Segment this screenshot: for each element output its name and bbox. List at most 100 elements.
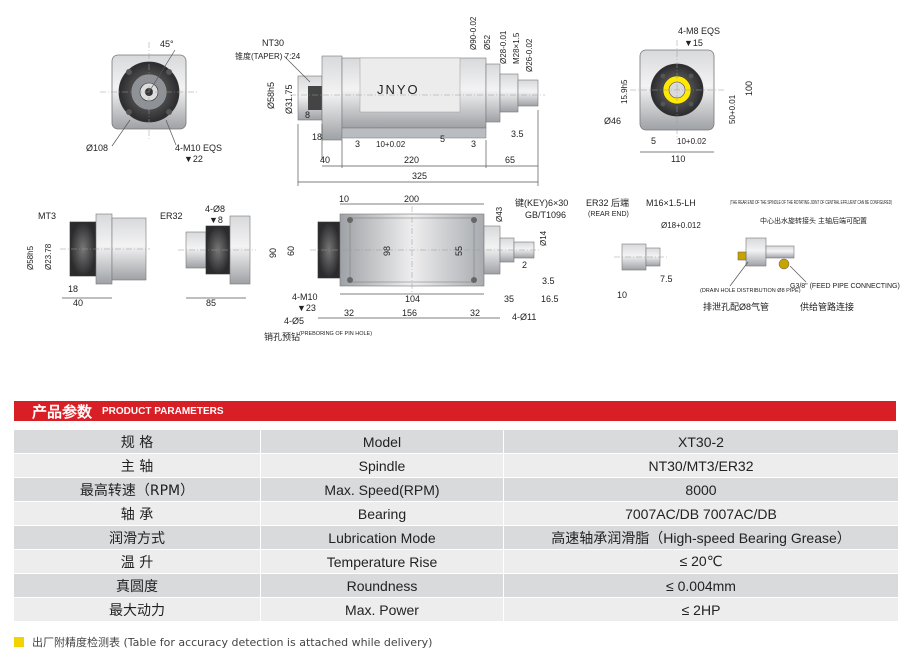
label-feed-en: G3/8" (FEED PIPE CONNECTING) bbox=[790, 283, 900, 290]
label-d11: 4-Ø11 bbox=[512, 312, 536, 322]
label-18: 18 bbox=[312, 132, 322, 142]
rotating-joint bbox=[737, 237, 795, 270]
label-d5: 4-Ø5 bbox=[284, 316, 304, 326]
label-16-5: 16.5 bbox=[541, 294, 559, 304]
label-er32-rear-cn: ER32 后端 bbox=[586, 197, 629, 208]
label-3b: 3 bbox=[471, 139, 476, 149]
rear-view bbox=[630, 40, 724, 140]
label-er32: ER32 bbox=[160, 211, 183, 221]
label-depth15: ▼15 bbox=[684, 38, 703, 48]
label-d46: Ø46 bbox=[604, 116, 621, 126]
label-2: 2 bbox=[522, 260, 527, 270]
label-d15-9: 15.9h5 bbox=[620, 79, 629, 104]
label-40b: 40 bbox=[73, 298, 83, 308]
label-d31-75: Ø31.75 bbox=[284, 84, 294, 114]
label-85: 85 bbox=[206, 298, 216, 308]
technical-drawings: 45° Ø108 4-M10 EQS ▼22 JNYO NT30 锥度(TAPE… bbox=[26, 16, 900, 342]
param-label-en: Max. Speed(RPM) bbox=[260, 477, 504, 502]
label-m10-eqs: 4-M10 EQS bbox=[175, 143, 222, 153]
label-feed-cn: 供给管路连接 bbox=[800, 301, 854, 312]
label-m8-eqs: 4-M8 EQS bbox=[678, 26, 720, 36]
label-taper: 锥度(TAPER) 7:24 bbox=[235, 51, 301, 61]
front-view-nt30 bbox=[100, 42, 198, 140]
side-view-mt3 bbox=[60, 213, 150, 285]
label-220: 220 bbox=[404, 155, 419, 165]
label-nt30: NT30 bbox=[262, 38, 284, 48]
section-title-en: PRODUCT PARAMETERS bbox=[102, 405, 224, 417]
param-label-cn: 润滑方式 bbox=[14, 525, 261, 550]
param-label-en: Roundness bbox=[260, 573, 504, 598]
label-d23-78: Ø23.78 bbox=[44, 243, 53, 270]
bullet-square-icon bbox=[14, 637, 24, 647]
label-8: 8 bbox=[305, 110, 310, 120]
label-325: 325 bbox=[412, 171, 427, 181]
label-90: 90 bbox=[268, 248, 278, 258]
label-drain-en: (DRAIN HOLE DISTRIBUTION Ø8 PIPE) bbox=[700, 288, 801, 294]
param-label-cn: 温 升 bbox=[14, 549, 261, 574]
param-value: 8000 bbox=[503, 477, 898, 502]
brand-logo: JNYO bbox=[377, 82, 420, 97]
label-98: 98 bbox=[382, 246, 392, 256]
label-3-5b: 3.5 bbox=[542, 276, 555, 286]
param-value: ≤ 0.004mm bbox=[503, 573, 898, 598]
label-5a: 5 bbox=[440, 134, 445, 144]
footnote-text: 出厂附精度检测表 (Table for accuracy detection i… bbox=[32, 636, 433, 649]
param-label-cn: 轴 承 bbox=[14, 501, 261, 526]
table-row: 轴 承 Bearing 7007AC/DB 7007AC/DB bbox=[14, 501, 898, 526]
label-d90: Ø90-0.02 bbox=[469, 16, 478, 50]
label-d52: Ø52 bbox=[483, 34, 492, 50]
label-d8: 4-Ø8 bbox=[205, 204, 225, 214]
label-32a: 32 bbox=[344, 308, 354, 318]
footnote: 出厂附精度检测表 (Table for accuracy detection i… bbox=[14, 634, 432, 650]
param-label-en: Model bbox=[260, 430, 504, 454]
label-10a: 10+0.02 bbox=[376, 140, 406, 149]
label-40a: 40 bbox=[320, 155, 330, 165]
param-value: 高速轴承润滑脂（High-speed Bearing Grease） bbox=[503, 525, 898, 550]
param-label-cn: 真圆度 bbox=[14, 573, 261, 598]
label-200: 200 bbox=[404, 194, 419, 204]
label-d28: Ø28-0.01 bbox=[499, 30, 508, 64]
section-banner: 产品参数 PRODUCT PARAMETERS bbox=[14, 401, 896, 421]
label-55: 55 bbox=[454, 246, 464, 256]
label-50: 50+0.01 bbox=[728, 94, 737, 124]
label-m28: M28×1.5 bbox=[512, 32, 521, 64]
param-label-cn: 规 格 bbox=[14, 430, 261, 454]
table-row: 最高转速（RPM） Max. Speed(RPM) 8000 bbox=[14, 477, 898, 502]
label-d18: Ø18+0.012 bbox=[661, 221, 701, 230]
param-label-cn: 最大动力 bbox=[14, 597, 261, 622]
param-label-cn: 最高转速（RPM） bbox=[14, 477, 261, 502]
label-gb: GB/T1096 bbox=[525, 210, 566, 220]
label-d43: Ø43 bbox=[495, 206, 504, 222]
param-label-cn: 主 轴 bbox=[14, 453, 261, 478]
param-label-en: Lubrication Mode bbox=[260, 525, 504, 550]
rear-end-er32 bbox=[614, 243, 668, 271]
param-value: ≤ 2HP bbox=[503, 597, 898, 622]
side-view-nt30 bbox=[290, 55, 545, 141]
param-label-en: Temperature Rise bbox=[260, 549, 504, 574]
param-label-en: Spindle bbox=[260, 453, 504, 478]
label-d26: Ø26-0.02 bbox=[525, 38, 534, 72]
label-key: 键(KEY)6×30 bbox=[515, 197, 568, 208]
section-title-cn: 产品参数 bbox=[32, 402, 93, 421]
label-10b: 10+0.02 bbox=[677, 137, 707, 146]
param-value: NT30/MT3/ER32 bbox=[503, 453, 898, 478]
label-m10b: 4-M10 bbox=[292, 292, 318, 302]
label-3a: 3 bbox=[355, 139, 360, 149]
label-10c: 10 bbox=[339, 194, 349, 204]
label-depth23: ▼23 bbox=[297, 303, 316, 313]
label-3-5a: 3.5 bbox=[511, 129, 524, 139]
label-110: 110 bbox=[671, 154, 685, 164]
label-depth8: ▼8 bbox=[209, 215, 223, 225]
label-d58h5: Ø58h5 bbox=[266, 82, 276, 109]
table-row: 真圆度 Roundness ≤ 0.004mm bbox=[14, 573, 898, 598]
label-m16: M16×1.5-LH bbox=[646, 198, 696, 208]
table-row: 温 升 Temperature Rise ≤ 20℃ bbox=[14, 549, 898, 574]
label-d108: Ø108 bbox=[86, 143, 108, 153]
table-row: 润滑方式 Lubrication Mode 高速轴承润滑脂（High-speed… bbox=[14, 525, 898, 550]
label-156: 156 bbox=[402, 308, 417, 318]
label-angle-45: 45° bbox=[160, 39, 174, 49]
table-row: 规 格 Model XT30-2 bbox=[14, 430, 898, 454]
label-18b: 18 bbox=[68, 284, 78, 294]
label-pin-en: (PREBORING OF PIN HOLE) bbox=[299, 331, 372, 337]
label-104: 104 bbox=[405, 294, 420, 304]
